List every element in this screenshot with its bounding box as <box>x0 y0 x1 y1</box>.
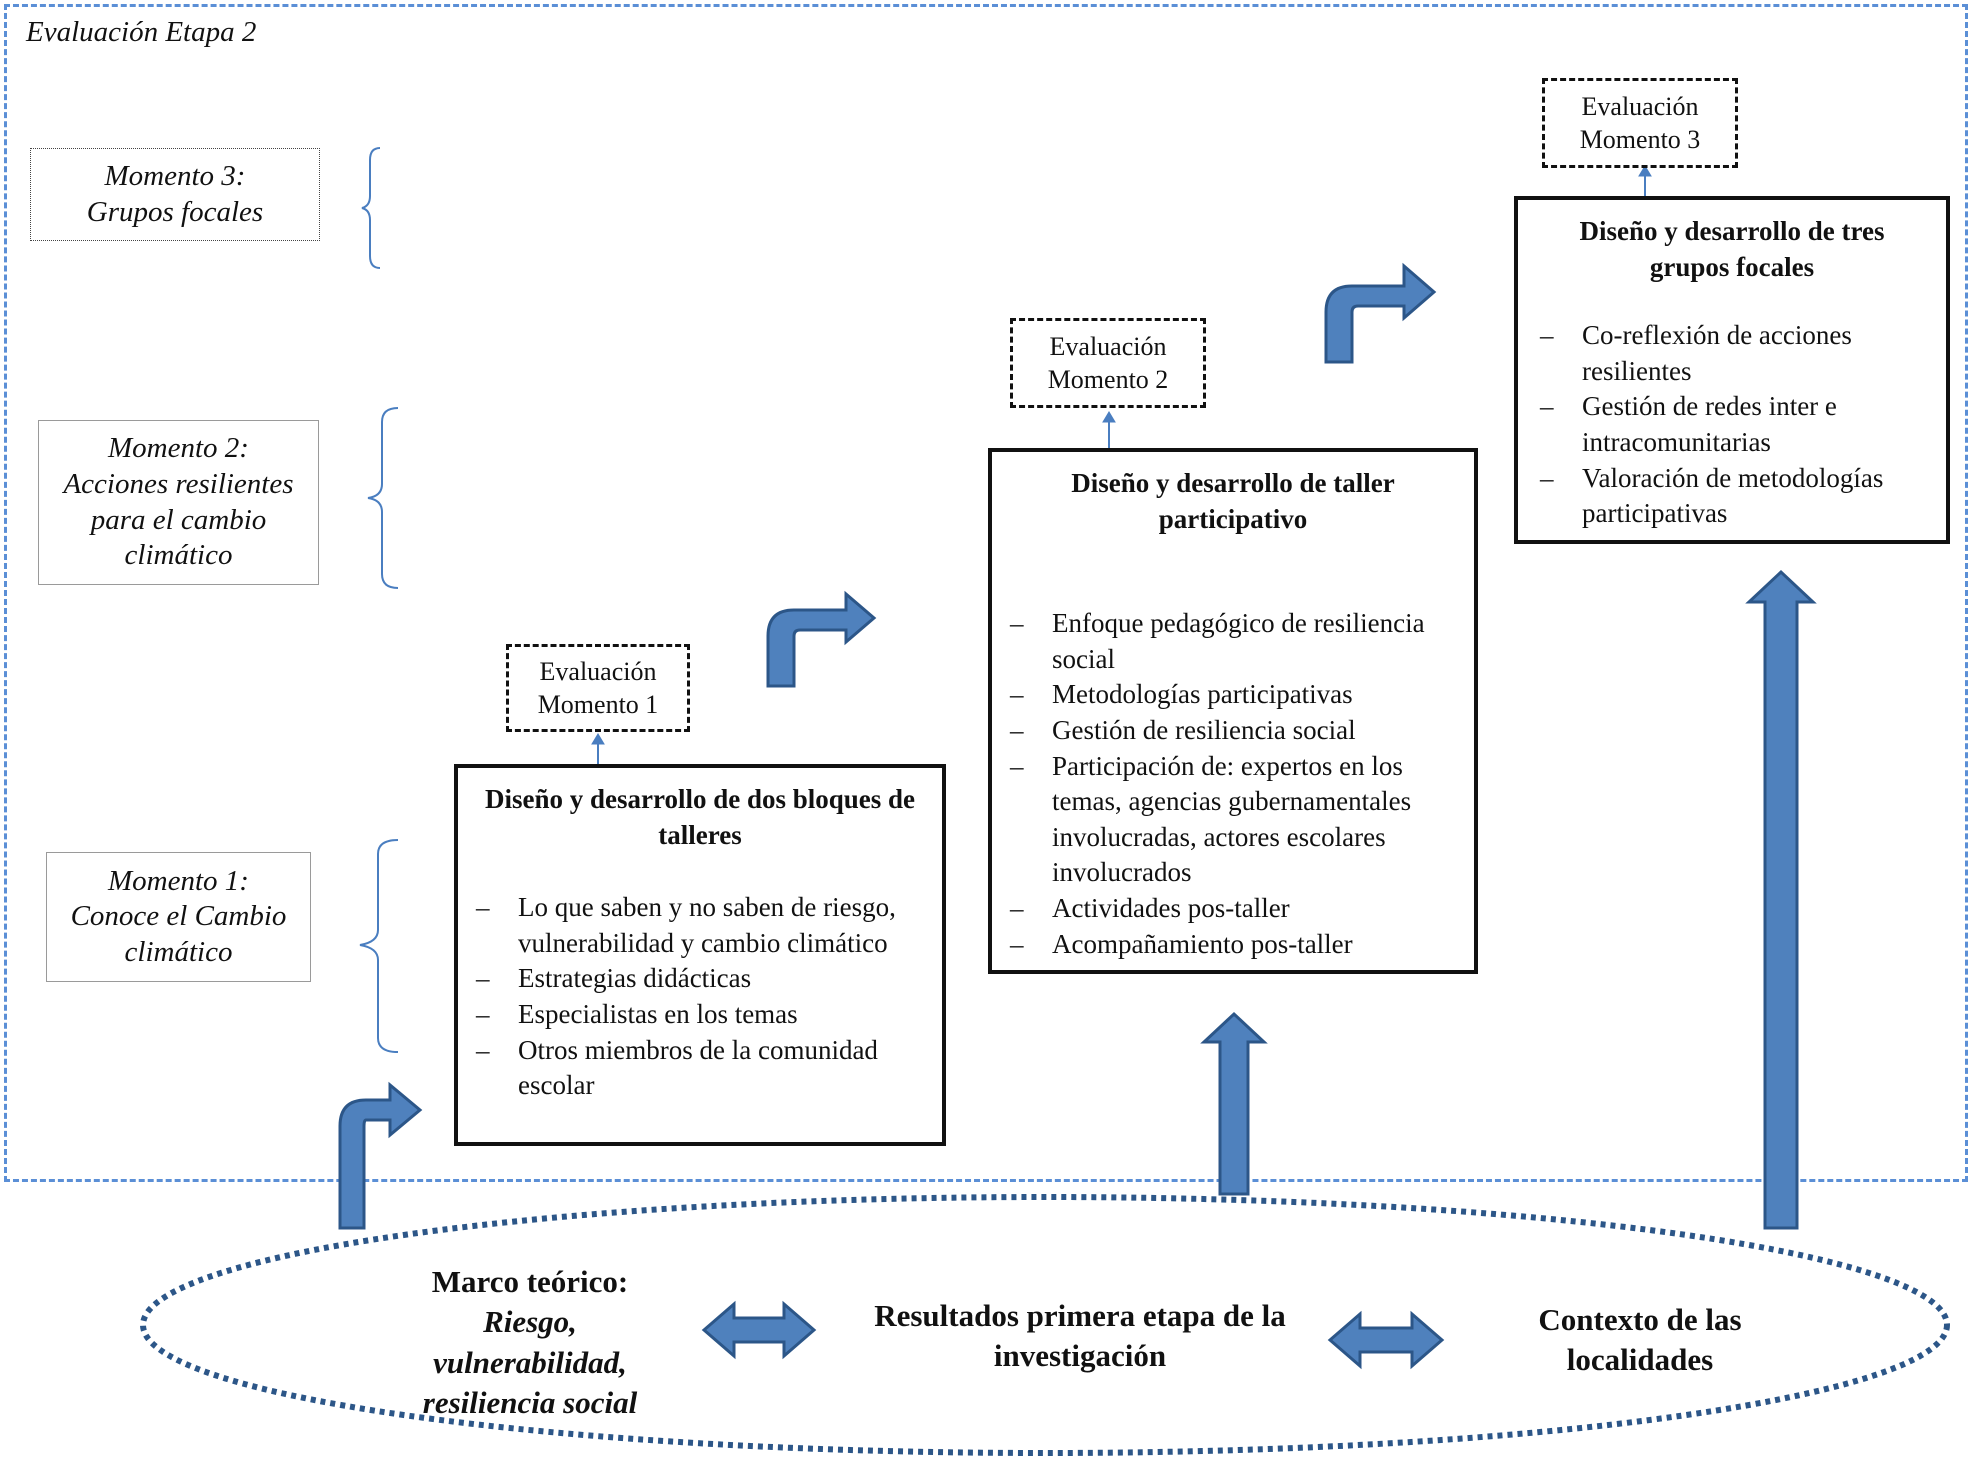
box-1-item: Estrategias didácticas <box>476 961 930 997</box>
bracket-moment-1 <box>359 839 399 1053</box>
double-arrow-left <box>701 1300 817 1360</box>
up-arrow-to-box-2 <box>1200 1011 1268 1196</box>
box-2-item: Gestión de resiliencia social <box>1010 713 1462 749</box>
resultados-primera-etapa: Resultados primera etapa de la investiga… <box>874 1298 1286 1374</box>
box-2-title: Diseño y desarrollo de taller participat… <box>1071 468 1395 534</box>
box-3-list: Co-reflexión de acciones resilientes Ges… <box>1540 318 1934 532</box>
box-3-title: Diseño y desarrollo de tres grupos focal… <box>1579 216 1885 282</box>
contexto-localidades: Contexto de las localidades <box>1538 1302 1742 1378</box>
evaluation-moment-1: Evaluación Momento 1 <box>506 644 690 732</box>
evaluation-moment-3: Evaluación Momento 3 <box>1542 78 1738 168</box>
connector-box3-eval3 <box>1638 165 1652 196</box>
bend-arrow-1 <box>338 1081 423 1230</box>
moment-3-label: Momento 3: Grupos focales <box>30 148 320 241</box>
bend-arrow-3 <box>1324 262 1437 364</box>
box-moment-3: Diseño y desarrollo de tres grupos focal… <box>1514 196 1950 544</box>
up-arrow-to-box-3 <box>1745 569 1817 1230</box>
connector-box1-eval1 <box>591 733 605 764</box>
foundation-ellipse <box>140 1194 1950 1456</box>
evaluation-moment-2: Evaluación Momento 2 <box>1010 318 1206 408</box>
box-2-list: Enfoque pedagógico de resiliencia social… <box>1010 606 1462 962</box>
connector-box2-eval2 <box>1102 411 1116 448</box>
stage-label: Evaluación Etapa 2 <box>26 16 257 48</box>
box-2-item: Acompañamiento pos-taller <box>1010 927 1462 963</box>
box-1-item: Otros miembros de la comunidad escolar <box>476 1033 930 1104</box>
box-3-item: Valoración de metodologías participativa… <box>1540 461 1934 532</box>
box-1-item: Lo que saben y no saben de riesgo, vulne… <box>476 890 930 961</box>
box-moment-1: Diseño y desarrollo de dos bloques de ta… <box>454 764 946 1146</box>
box-3-item: Co-reflexión de acciones resilientes <box>1540 318 1934 389</box>
box-1-item: Especialistas en los temas <box>476 997 930 1033</box>
marco-teorico: Marco teórico: Riesgo, vulnerabilidad, r… <box>380 1262 680 1423</box>
box-1-list: Lo que saben y no saben de riesgo, vulne… <box>476 890 930 1104</box>
bracket-moment-2 <box>367 407 399 589</box>
double-arrow-right <box>1327 1310 1445 1370</box>
moment-1-label: Momento 1: Conoce el Cambio climático <box>46 852 311 982</box>
stage-frame <box>4 4 1968 1182</box>
box-3-item: Gestión de redes inter e intracomunitari… <box>1540 389 1934 460</box>
box-2-item: Metodologías participativas <box>1010 677 1462 713</box>
marco-teorico-terms: Riesgo, vulnerabilidad, resiliencia soci… <box>422 1304 638 1420</box>
box-2-item: Actividades pos-taller <box>1010 891 1462 927</box>
bracket-moment-3 <box>361 147 381 269</box>
moment-2-label: Momento 2: Acciones resilientes para el … <box>38 420 319 585</box>
marco-teorico-title: Marco teórico: <box>431 1264 629 1299</box>
box-2-item: Enfoque pedagógico de resiliencia social <box>1010 606 1462 677</box>
bend-arrow-2 <box>766 590 877 688</box>
box-2-item: Participación de: expertos en los temas,… <box>1010 749 1462 892</box>
box-moment-2: Diseño y desarrollo de taller participat… <box>988 448 1478 974</box>
box-1-title: Diseño y desarrollo de dos bloques de ta… <box>484 784 916 850</box>
